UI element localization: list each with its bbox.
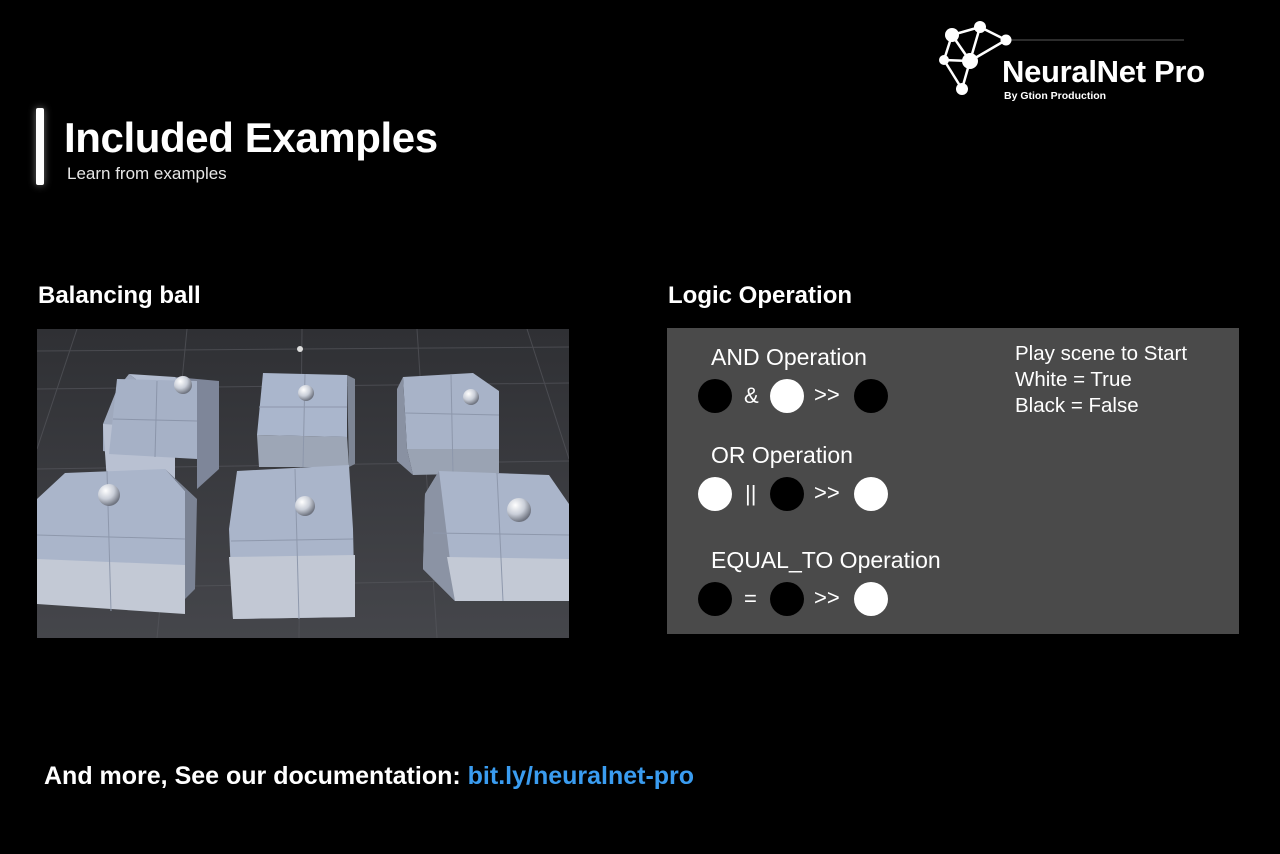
neural-network-icon	[939, 21, 1184, 95]
equal-operator: =	[744, 586, 757, 611]
equal-arrow: >>	[814, 585, 840, 610]
and-input-a	[698, 379, 732, 413]
balancing-ball-scene	[37, 329, 569, 638]
page-title: Included Examples	[64, 114, 438, 161]
balancing-ball-render	[37, 329, 569, 638]
or-arrow: >>	[814, 480, 840, 505]
cube-back-center	[257, 373, 355, 468]
info-play-scene: Play scene to Start	[1015, 342, 1188, 365]
or-operator: ||	[745, 481, 757, 506]
brand-logo: NeuralNet Pro By Gtion Production	[936, 18, 1256, 108]
cube-back-left	[103, 374, 219, 489]
page-subtitle: Learn from examples	[67, 164, 227, 183]
info-white-true: White = True	[1015, 368, 1132, 391]
and-operator: &	[744, 383, 759, 408]
cube-front-right	[423, 471, 569, 602]
footer-text: And more, See our documentation:	[44, 762, 468, 790]
title-accent-bar	[36, 108, 44, 185]
cube-front-center	[229, 465, 355, 620]
or-input-b	[770, 477, 804, 511]
or-input-a	[698, 477, 732, 511]
logic-operation-panel: AND Operation & >> OR Operation || >> EQ…	[667, 328, 1239, 634]
and-arrow: >>	[814, 382, 840, 407]
equal-to-operation-label: EQUAL_TO Operation	[711, 547, 941, 573]
equal-input-a	[698, 582, 732, 616]
cube-back-right	[397, 373, 500, 475]
and-output	[854, 379, 888, 413]
cube-front-left	[37, 469, 197, 614]
logic-operation-title: Logic Operation	[668, 282, 853, 309]
and-operation-label: AND Operation	[711, 344, 867, 370]
info-black-false: Black = False	[1015, 394, 1139, 417]
brand-tagline: By Gtion Production	[1004, 90, 1107, 102]
documentation-link[interactable]: bit.ly/neuralnet-pro	[467, 762, 695, 790]
and-input-b	[770, 379, 804, 413]
brand-name: NeuralNet Pro	[1002, 54, 1205, 89]
equal-input-b	[770, 582, 804, 616]
equal-output	[854, 582, 888, 616]
footer: And more, See our documentation: bit.ly/…	[44, 762, 694, 791]
or-operation-label: OR Operation	[711, 442, 853, 468]
balancing-ball-title: Balancing ball	[38, 282, 201, 309]
or-output	[854, 477, 888, 511]
